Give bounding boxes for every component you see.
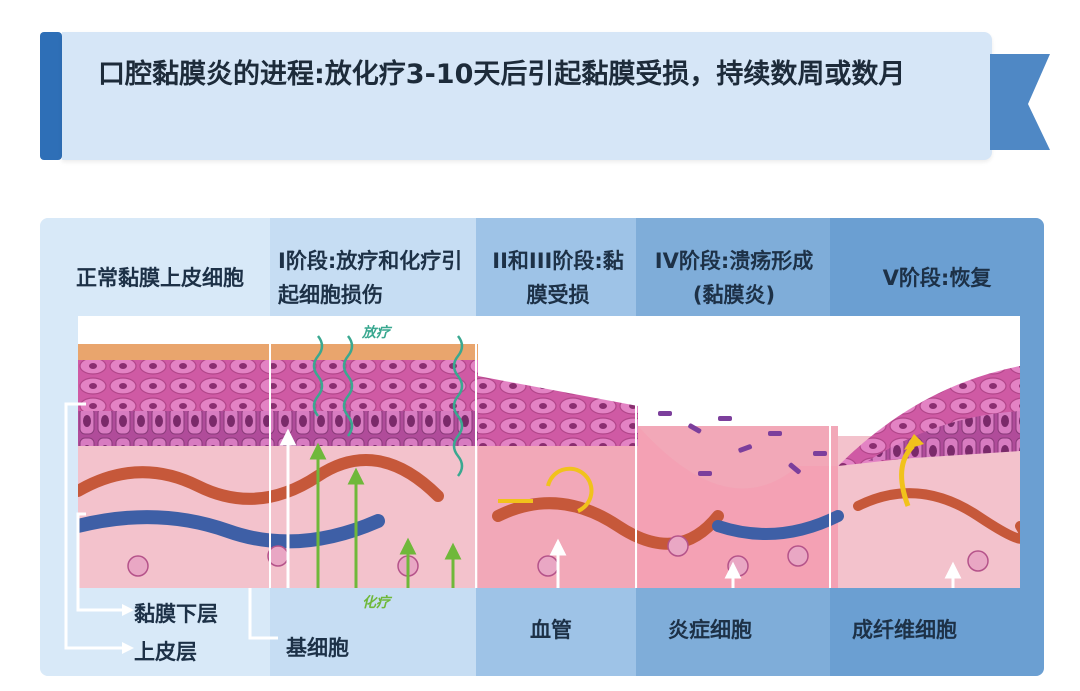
page-title: 口腔黏膜炎的进程:放化疗3-10天后引起黏膜受损，持续数周或数月 [98,59,906,90]
basal-cell-label: 基细胞 [286,636,349,660]
banner-body [62,32,992,160]
basal-cell-pointer [248,588,278,640]
title-banner [40,32,1050,160]
epithelium-label: 上皮层 [134,640,197,664]
fibroblast-label: 成纤维细胞 [852,618,957,642]
blood-vessel-label: 血管 [530,618,572,642]
chemotherapy-label: 化疗 [362,595,390,611]
mucosa-illustration [78,316,1020,588]
inflammatory-cell-label: 炎症细胞 [668,618,752,642]
layer-bracket-arrows [64,402,134,654]
stage-header-normal: 正常黏膜上皮细胞 [76,266,244,290]
banner-accent-bar [40,32,62,160]
stage-header-5: V阶段:恢复 [882,266,992,290]
submucosa-label: 黏膜下层 [134,602,218,626]
banner-ribbon-tail [990,54,1050,150]
radiotherapy-label: 放疗 [362,325,390,341]
diagram-panel: 正常黏膜上皮细胞 I阶段:放疗和化疗引起细胞损伤 II和III阶段:黏膜受损 I… [40,218,1044,676]
stage-header-4: IV阶段:溃疡形成(黏膜炎) [654,249,814,307]
stage-header-2-3: II和III阶段:黏膜受损 [492,249,624,307]
stage-header-1: I阶段:放疗和化疗引起细胞损伤 [278,249,463,307]
